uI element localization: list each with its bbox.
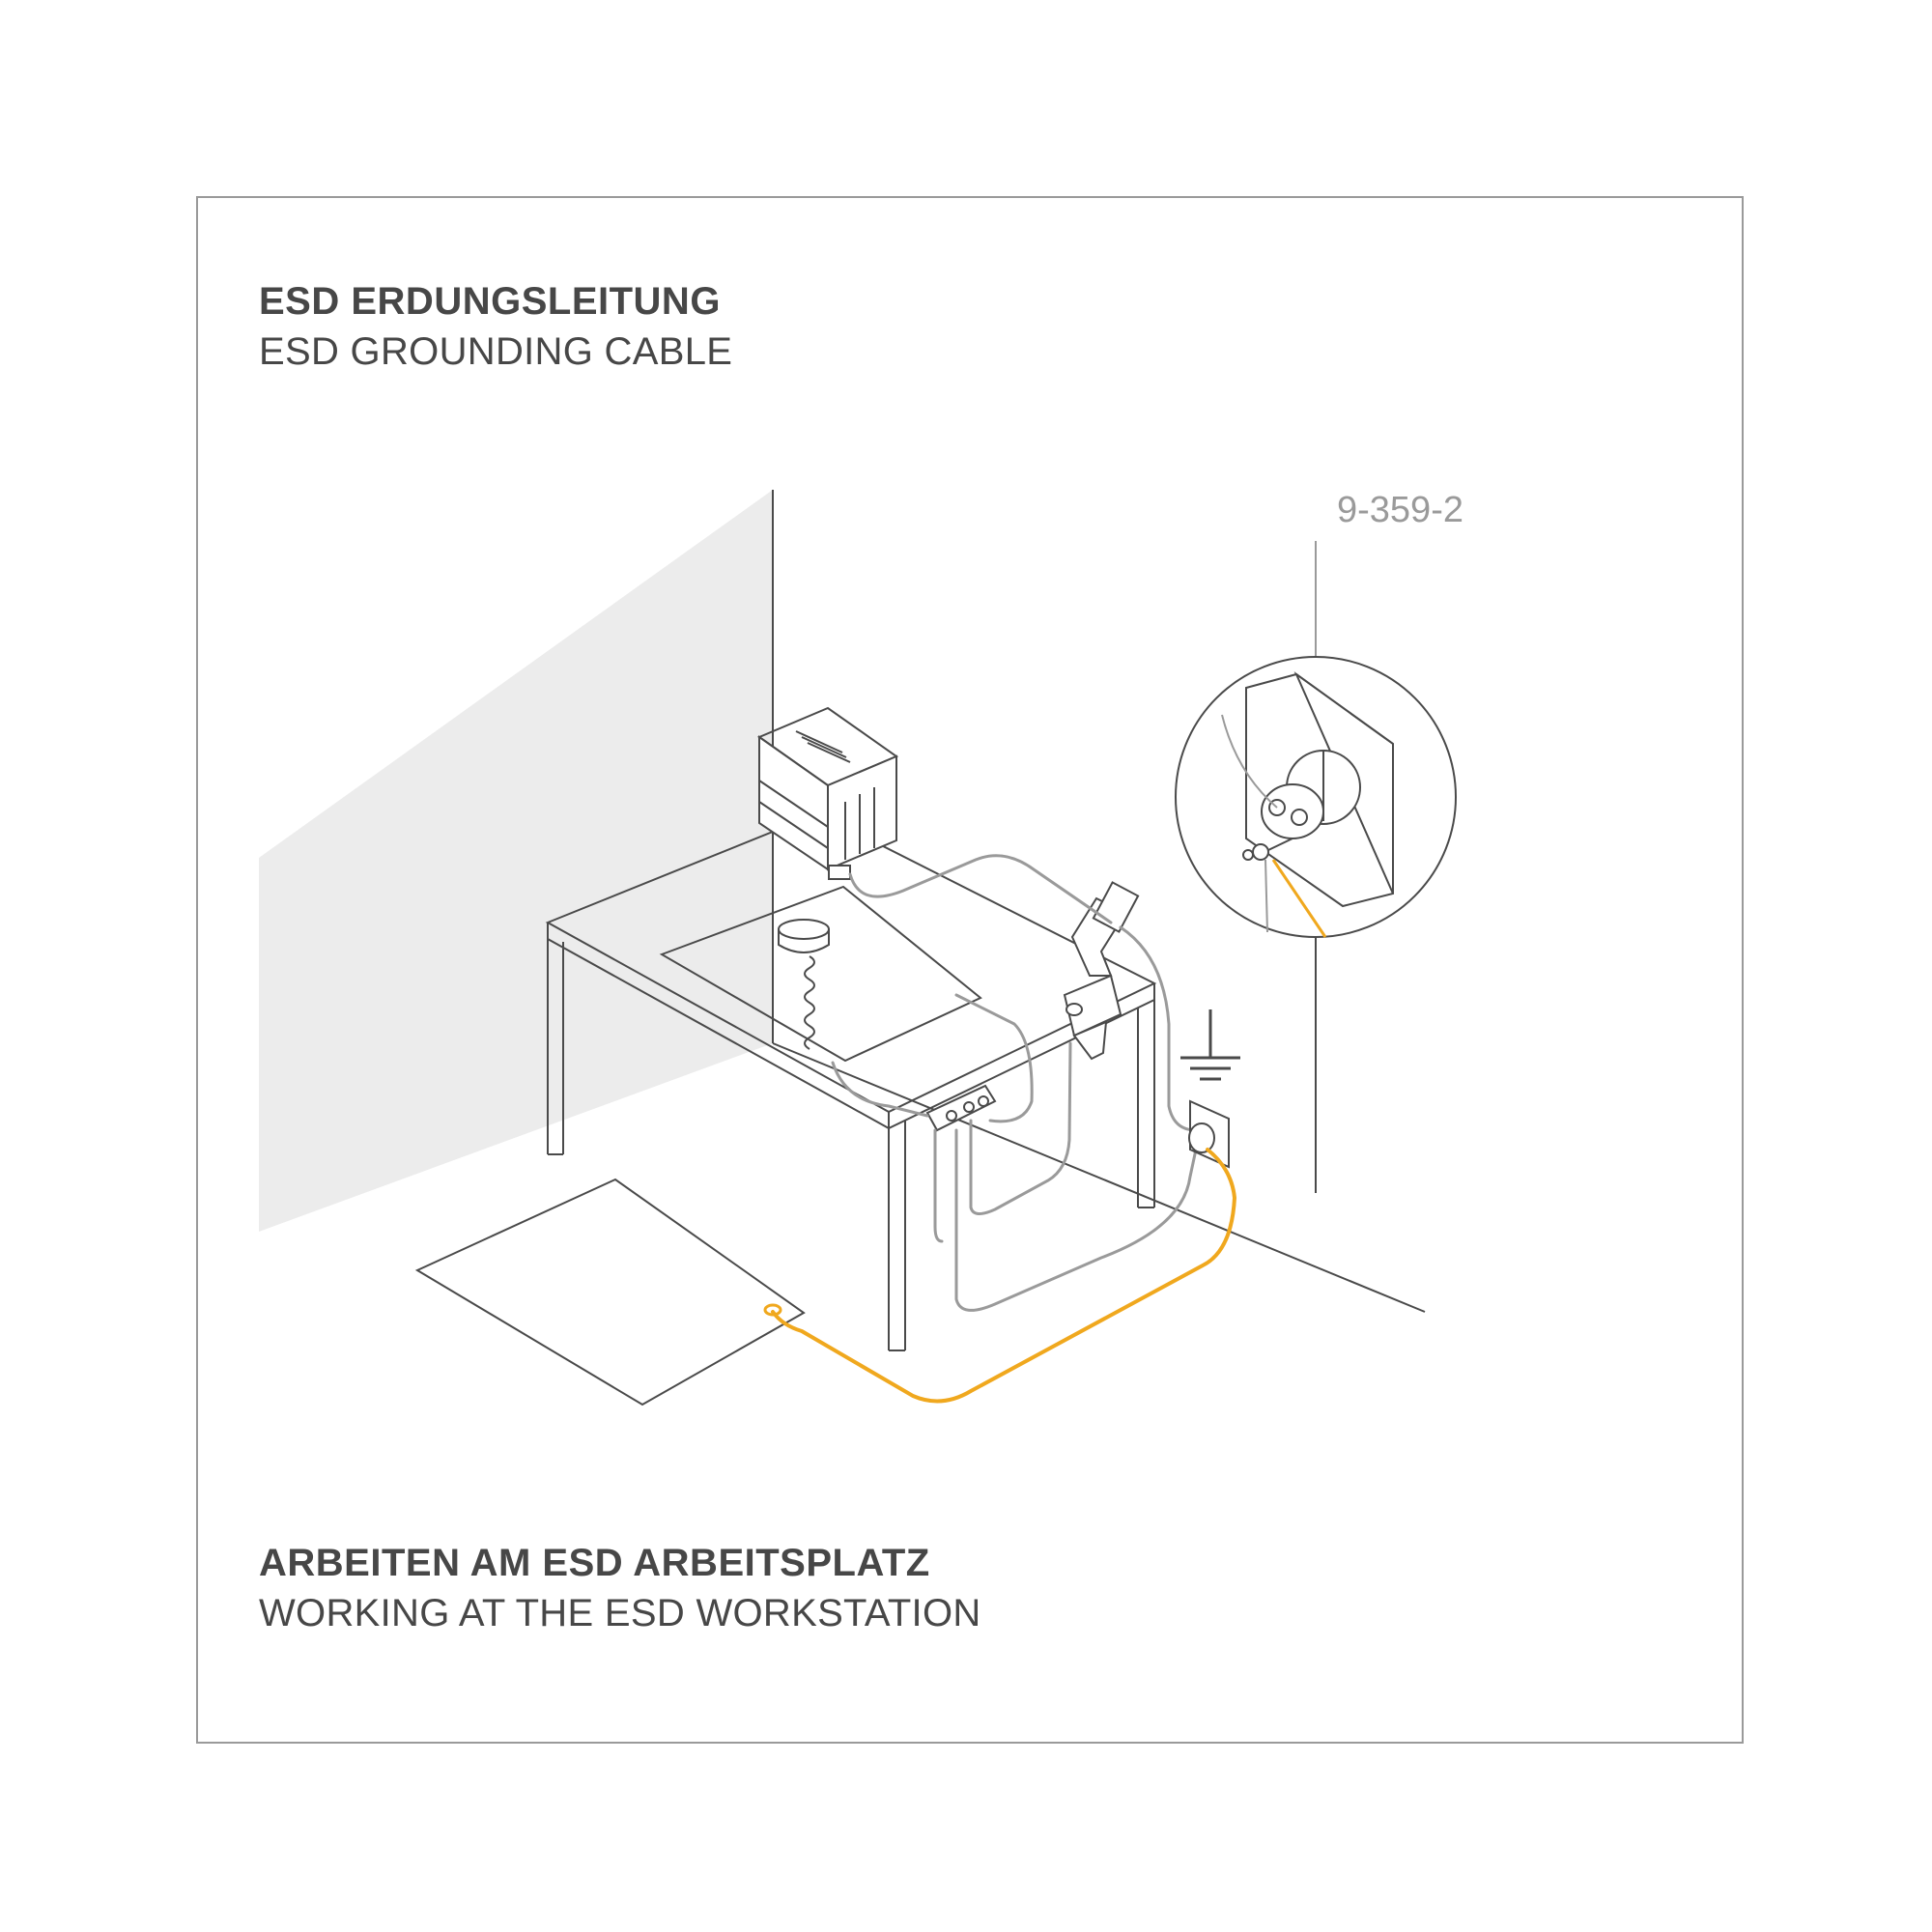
floor-wall-edge	[772, 1042, 1426, 1313]
gray-cables	[831, 854, 1198, 1312]
part-number-label: 9-359-2	[1337, 490, 1463, 530]
detail-callout	[1175, 541, 1457, 938]
wrist-strap-icon	[778, 919, 830, 1050]
title-english: ESD GROUNDING CABLE	[259, 330, 733, 373]
floor-mat	[414, 1178, 806, 1406]
ground-symbol-icon	[1180, 1009, 1240, 1081]
caption-english: WORKING AT THE ESD WORKSTATION	[259, 1592, 981, 1634]
caption-german: ARBEITEN AM ESD ARBEITSPLATZ	[259, 1542, 930, 1584]
control-box	[925, 1084, 997, 1132]
back-wall	[259, 490, 773, 1232]
illustration-frame	[196, 196, 1744, 1744]
esd-table	[545, 811, 1157, 1351]
soldering-iron-icon	[1063, 881, 1140, 1061]
mat-snap-connector	[763, 1303, 782, 1317]
ground-socket-icon	[1188, 1099, 1230, 1169]
grounding-cable-orange	[771, 1148, 1237, 1404]
table-mat	[659, 885, 982, 1063]
component-rack	[756, 706, 899, 880]
title-german: ESD ERDUNGSLEITUNG	[259, 280, 721, 323]
